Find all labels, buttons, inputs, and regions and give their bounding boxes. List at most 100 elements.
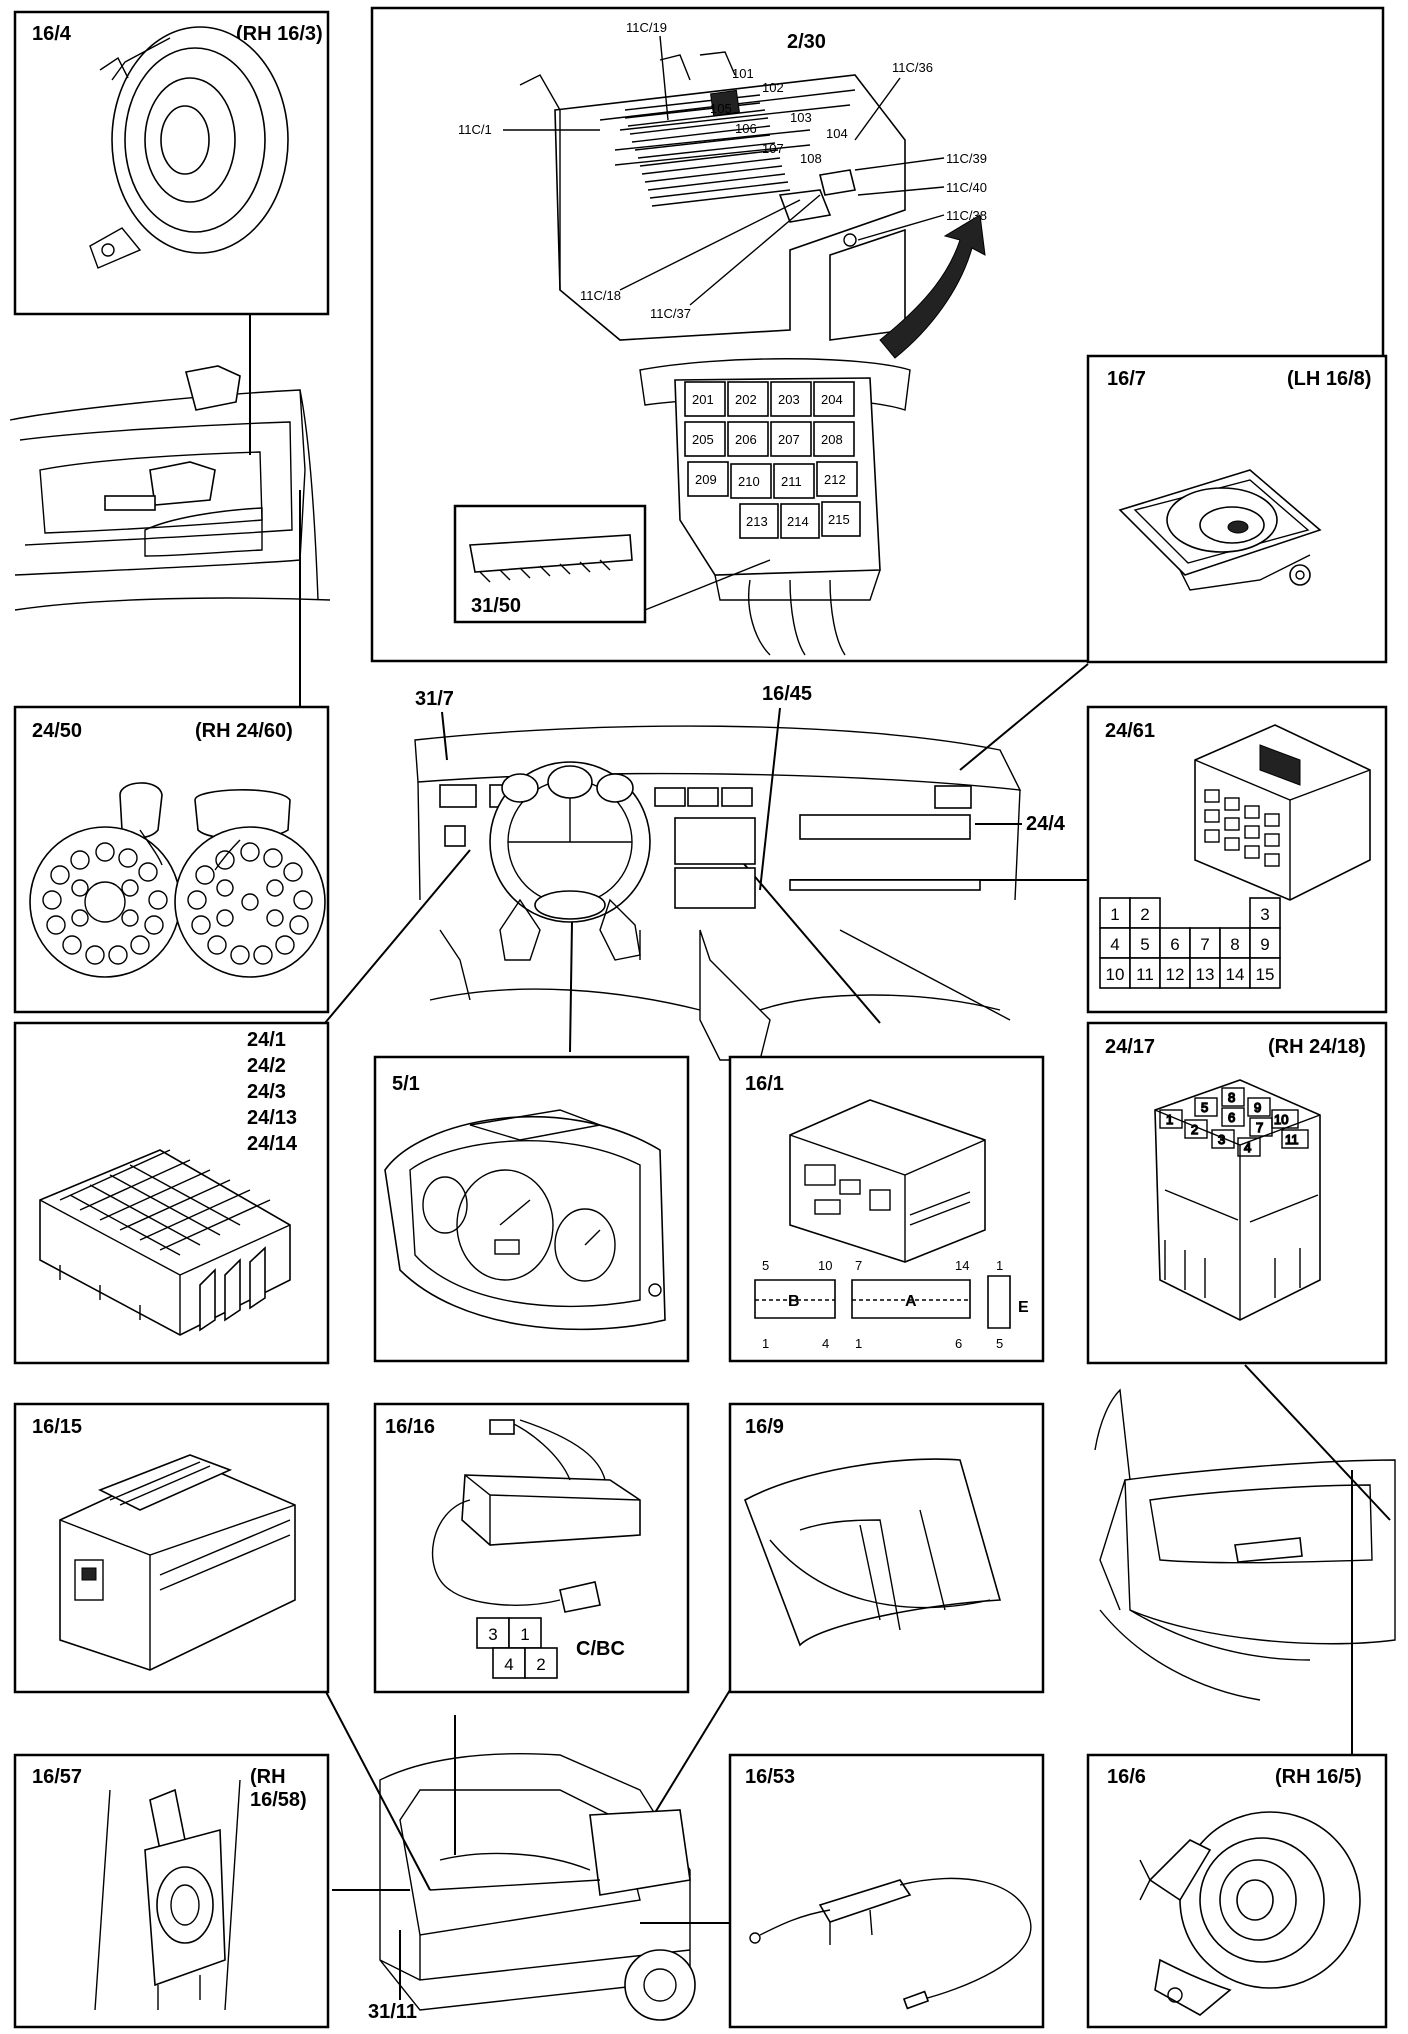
svg-text:16/57: 16/57 [32, 1766, 82, 1788]
svg-text:201: 201 [692, 392, 714, 407]
svg-text:5: 5 [1201, 1100, 1208, 1115]
svg-text:(RH: (RH [250, 1766, 286, 1788]
speaker-icon [1139, 1811, 1361, 2016]
relay-top-labels: 101 102 103 104 105 106 107 108 [710, 66, 848, 166]
svg-text:207: 207 [778, 432, 800, 447]
round-connector-icon [29, 782, 326, 978]
pin-block-icon: 1 2 3 4 5 6 7 8 9 10 11 [1154, 1079, 1321, 1321]
pin-connector-A-B-E: 5 10 7 14 1 B A E 1 4 1 6 5 [754, 1258, 1029, 1351]
svg-text:13: 13 [1196, 965, 1215, 984]
svg-text:A: A [905, 1293, 917, 1310]
callout-24-4: 24/4 [1026, 813, 1066, 835]
svg-text:14: 14 [1226, 965, 1245, 984]
panel-5-1: 5/1 [373, 1055, 690, 1363]
svg-text:5: 5 [996, 1336, 1003, 1351]
svg-text:7: 7 [855, 1258, 862, 1273]
svg-text:24/14: 24/14 [247, 1133, 298, 1155]
instrument-cluster-icon [384, 1109, 666, 1331]
relay-lower-grid: 201 202 203 204 205 206 207 208 209 210 … [684, 381, 861, 539]
fusebox-label: 2/30 [787, 31, 826, 53]
svg-text:213: 213 [746, 514, 768, 529]
svg-text:10: 10 [818, 1258, 832, 1273]
svg-text:16/15: 16/15 [32, 1416, 82, 1438]
svg-text:1: 1 [1166, 1112, 1173, 1127]
radio-unit-icon [789, 1099, 986, 1263]
svg-text:1: 1 [1110, 905, 1119, 924]
svg-text:2: 2 [1191, 1122, 1198, 1137]
svg-text:(RH 24/60): (RH 24/60) [195, 720, 293, 742]
svg-text:208: 208 [821, 432, 843, 447]
svg-text:11C/37: 11C/37 [650, 306, 691, 321]
svg-text:24/17: 24/17 [1105, 1036, 1155, 1058]
svg-text:24/3: 24/3 [247, 1081, 286, 1103]
speaker-icon [1118, 469, 1322, 591]
panel-fusebox: 101 102 103 104 105 106 107 108 2/30 11C… [370, 6, 1385, 663]
svg-text:1: 1 [855, 1336, 862, 1351]
svg-text:11C/19: 11C/19 [626, 20, 667, 35]
svg-text:11C/40: 11C/40 [946, 180, 987, 195]
svg-text:16/9: 16/9 [745, 1416, 784, 1438]
svg-text:2: 2 [1140, 905, 1149, 924]
panel-24-50: 24/50 (RH 24/60) [13, 705, 330, 1014]
svg-text:103: 103 [790, 110, 812, 125]
svg-text:7: 7 [1200, 935, 1209, 954]
svg-text:3: 3 [488, 1625, 497, 1644]
svg-text:11: 11 [1285, 1132, 1299, 1147]
svg-text:214: 214 [787, 514, 809, 529]
svg-text:6: 6 [1228, 1110, 1235, 1125]
svg-text:3: 3 [1218, 1132, 1225, 1147]
svg-text:16/6: 16/6 [1107, 1766, 1146, 1788]
svg-text:5/1: 5/1 [392, 1073, 420, 1095]
svg-text:11C/39: 11C/39 [946, 151, 987, 166]
svg-text:11: 11 [1136, 965, 1154, 984]
svg-text:4: 4 [1110, 935, 1119, 954]
svg-text:206: 206 [735, 432, 757, 447]
panel-label: 16/4 [32, 23, 72, 45]
svg-text:8: 8 [1230, 935, 1239, 954]
svg-text:9: 9 [1260, 935, 1269, 954]
svg-text:(RH 16/5): (RH 16/5) [1275, 1766, 1362, 1788]
svg-text:107: 107 [762, 141, 784, 156]
svg-text:10: 10 [1106, 965, 1125, 984]
svg-text:101: 101 [732, 66, 754, 81]
svg-text:211: 211 [781, 474, 802, 489]
svg-text:C/BC: C/BC [576, 1638, 625, 1660]
panel-16-53: 16/53 [728, 1753, 1045, 2029]
svg-text:(LH 16/8): (LH 16/8) [1287, 368, 1371, 390]
control-module-icon [431, 1419, 641, 1613]
pin-grid: 1 2 3 4 5 6 7 8 9 10 11 12 13 14 15 [1099, 897, 1281, 989]
panel-24-1: 24/1 24/2 24/3 24/13 24/14 [13, 1021, 330, 1365]
svg-text:9: 9 [1254, 1100, 1261, 1115]
panel-16-9: 16/9 [728, 1402, 1045, 1694]
svg-text:6: 6 [955, 1336, 962, 1351]
dashboard-drawing [414, 725, 1022, 1061]
svg-text:215: 215 [828, 512, 850, 527]
svg-text:24/61: 24/61 [1105, 720, 1155, 742]
estate-car-rear-drawing [379, 1753, 696, 2021]
svg-text:104: 104 [826, 126, 848, 141]
svg-text:10: 10 [1274, 1112, 1288, 1127]
svg-text:(RH 24/18): (RH 24/18) [1268, 1036, 1366, 1058]
svg-text:15: 15 [1256, 965, 1275, 984]
svg-text:4: 4 [504, 1655, 513, 1674]
svg-text:16/16: 16/16 [385, 1416, 435, 1438]
svg-text:B: B [788, 1293, 800, 1310]
svg-text:105: 105 [710, 101, 732, 116]
svg-text:14: 14 [955, 1258, 969, 1273]
rear-door-drawing [1094, 1388, 1396, 1701]
panel-24-61: 24/61 1 2 3 4 5 6 7 8 9 10 11 12 13 14 [1086, 705, 1388, 1014]
callout-31-11: 31/11 [368, 2001, 417, 2023]
panel-16-7: 16/7 (LH 16/8) [1086, 354, 1388, 664]
svg-text:8: 8 [1228, 1090, 1235, 1105]
svg-text:24/50: 24/50 [32, 720, 82, 742]
svg-text:24/1: 24/1 [247, 1029, 286, 1051]
svg-text:7: 7 [1256, 1120, 1263, 1135]
svg-text:4: 4 [1244, 1140, 1251, 1155]
panel-16-4: 16/4 (RH 16/3) [13, 10, 330, 316]
antenna-amplifier-icon [749, 1877, 1032, 2010]
svg-text:2: 2 [536, 1655, 545, 1674]
svg-text:5: 5 [762, 1258, 769, 1273]
front-door-drawing [9, 365, 331, 611]
speaker-icon [89, 26, 289, 269]
svg-text:11C/18: 11C/18 [580, 288, 621, 303]
